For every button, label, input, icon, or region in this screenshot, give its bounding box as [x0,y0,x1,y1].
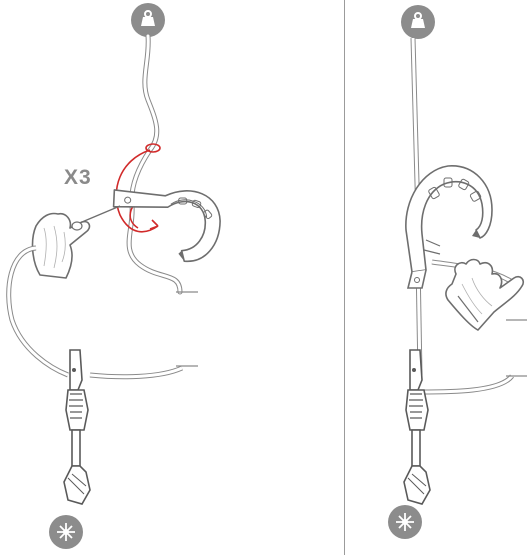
rope-upper [129,36,180,292]
right-panel [388,5,527,539]
wrap-count-label: X3 [64,166,92,189]
rope-straight [413,38,512,392]
gloved-hand-icon [33,206,120,278]
anchor-icon [388,505,422,539]
anchor-icon [49,515,83,549]
rope-lower-left [9,248,182,377]
left-panel: X3 [9,3,230,549]
wrap-arrow [116,144,160,232]
weight-icon [401,5,435,39]
rope-adjuster-icon [404,350,430,504]
weight-icon [131,3,165,37]
